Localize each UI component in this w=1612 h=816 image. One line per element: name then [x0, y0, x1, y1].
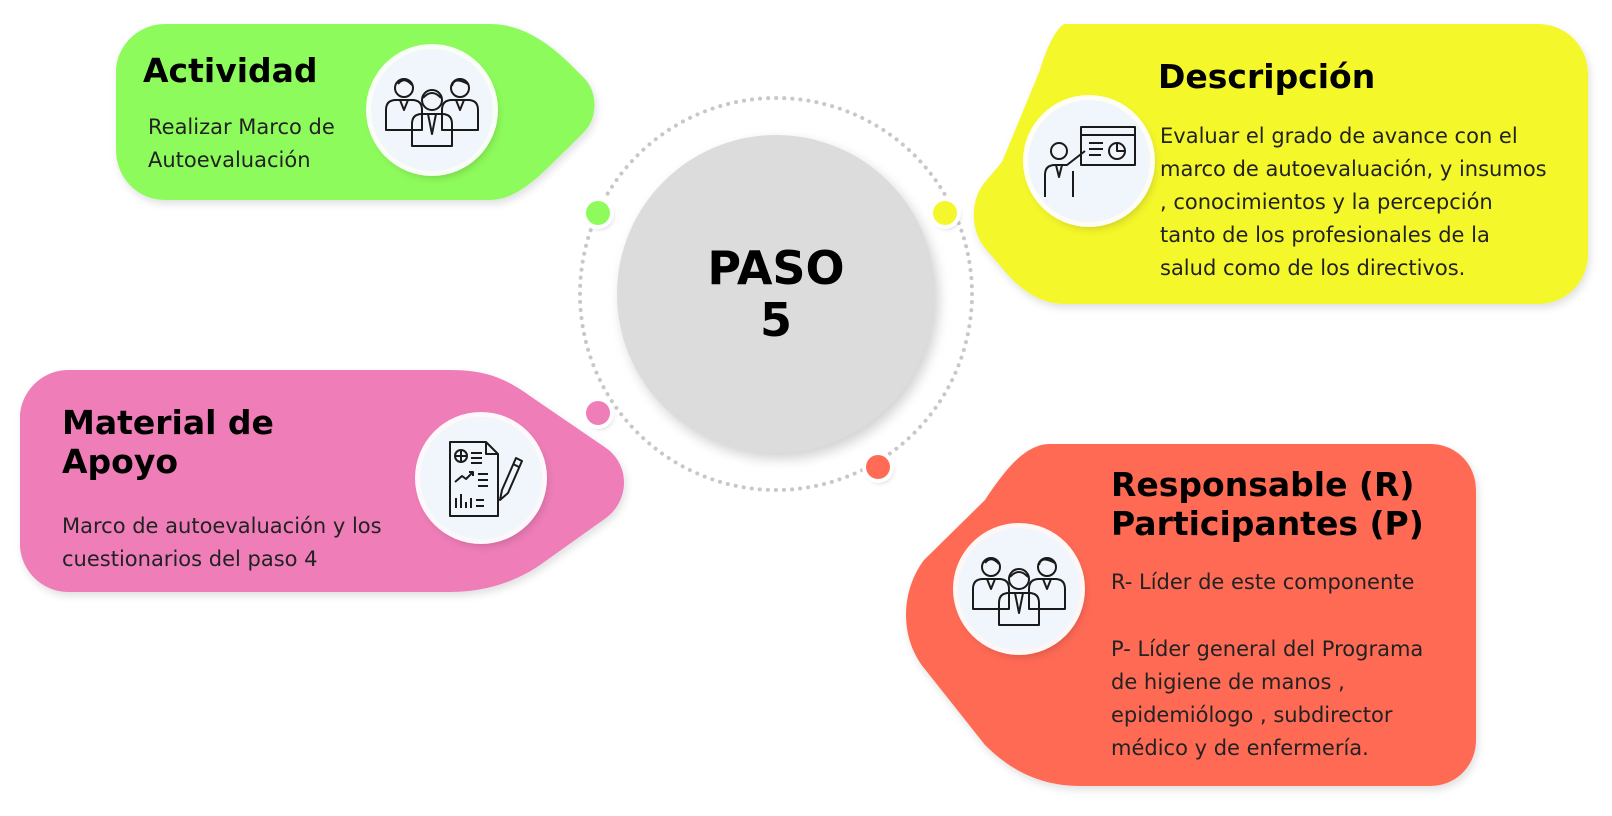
material-text: Marco de autoevaluación y los cuestionar… — [62, 510, 382, 576]
responsable-panel — [906, 444, 1476, 786]
responsable-r-text: R- Líder de este componente — [1111, 570, 1415, 594]
actividad-text: Realizar Marco de Autoevaluación — [148, 111, 335, 177]
material-title-line: Material de — [62, 403, 274, 442]
responsable-p-line: médico y de enfermería. — [1111, 736, 1369, 760]
responsable-p-line: P- Líder general del Programa — [1111, 637, 1424, 661]
responsable-p-text: P- Líder general del Programa de higiene… — [1111, 633, 1423, 765]
responsable-title-line: Responsable (R) — [1111, 465, 1415, 504]
material-text-line: cuestionarios del paso 4 — [62, 547, 318, 571]
dot-red — [866, 455, 890, 479]
responsable-p-line: de higiene de manos , — [1111, 670, 1345, 694]
actividad-text-line: Realizar Marco de — [148, 115, 335, 139]
descripcion-text-line: salud como de los directivos. — [1160, 256, 1466, 280]
center-step-circle: PASO 5 — [617, 135, 935, 453]
responsable-p-line: epidemiólogo , subdirector — [1111, 703, 1393, 727]
descripcion-text-line: marco de autoevaluación, y insumos — [1160, 157, 1547, 181]
descripcion-panel — [973, 24, 1588, 304]
material-title: Material de Apoyo — [62, 403, 274, 482]
material-icon-circle — [420, 417, 542, 539]
dot-yellow — [933, 201, 957, 225]
team-people-icon — [385, 78, 479, 147]
responsable-icon-circle — [958, 528, 1080, 650]
actividad-text-line: Autoevaluación — [148, 148, 311, 172]
material-text-line: Marco de autoevaluación y los — [62, 514, 382, 538]
actividad-title: Actividad — [143, 51, 318, 90]
material-title-line: Apoyo — [62, 441, 179, 481]
dot-green — [586, 201, 610, 225]
actividad-icon-circle — [371, 49, 493, 171]
responsable-title-line: Participantes (P) — [1111, 503, 1424, 543]
descripcion-text: Evaluar el grado de avance con el marco … — [1160, 120, 1547, 285]
responsable-title: Responsable (R) Participantes (P) — [1111, 465, 1424, 544]
descripcion-text-line: tanto de los profesionales de la — [1160, 223, 1490, 247]
presentation-icon — [1044, 126, 1136, 197]
descripcion-icon-circle — [1028, 100, 1150, 222]
report-document-icon — [449, 441, 523, 517]
center-step-label: PASO — [707, 241, 845, 295]
descripcion-title: Descripción — [1158, 57, 1376, 96]
team-people-icon — [972, 557, 1066, 626]
dotted-orbit — [578, 96, 974, 492]
dot-pink — [586, 401, 610, 425]
center-step-number: 5 — [759, 293, 792, 347]
descripcion-text-line: Evaluar el grado de avance con el — [1160, 124, 1518, 148]
descripcion-text-line: , conocimientos y la percepción — [1160, 190, 1493, 214]
